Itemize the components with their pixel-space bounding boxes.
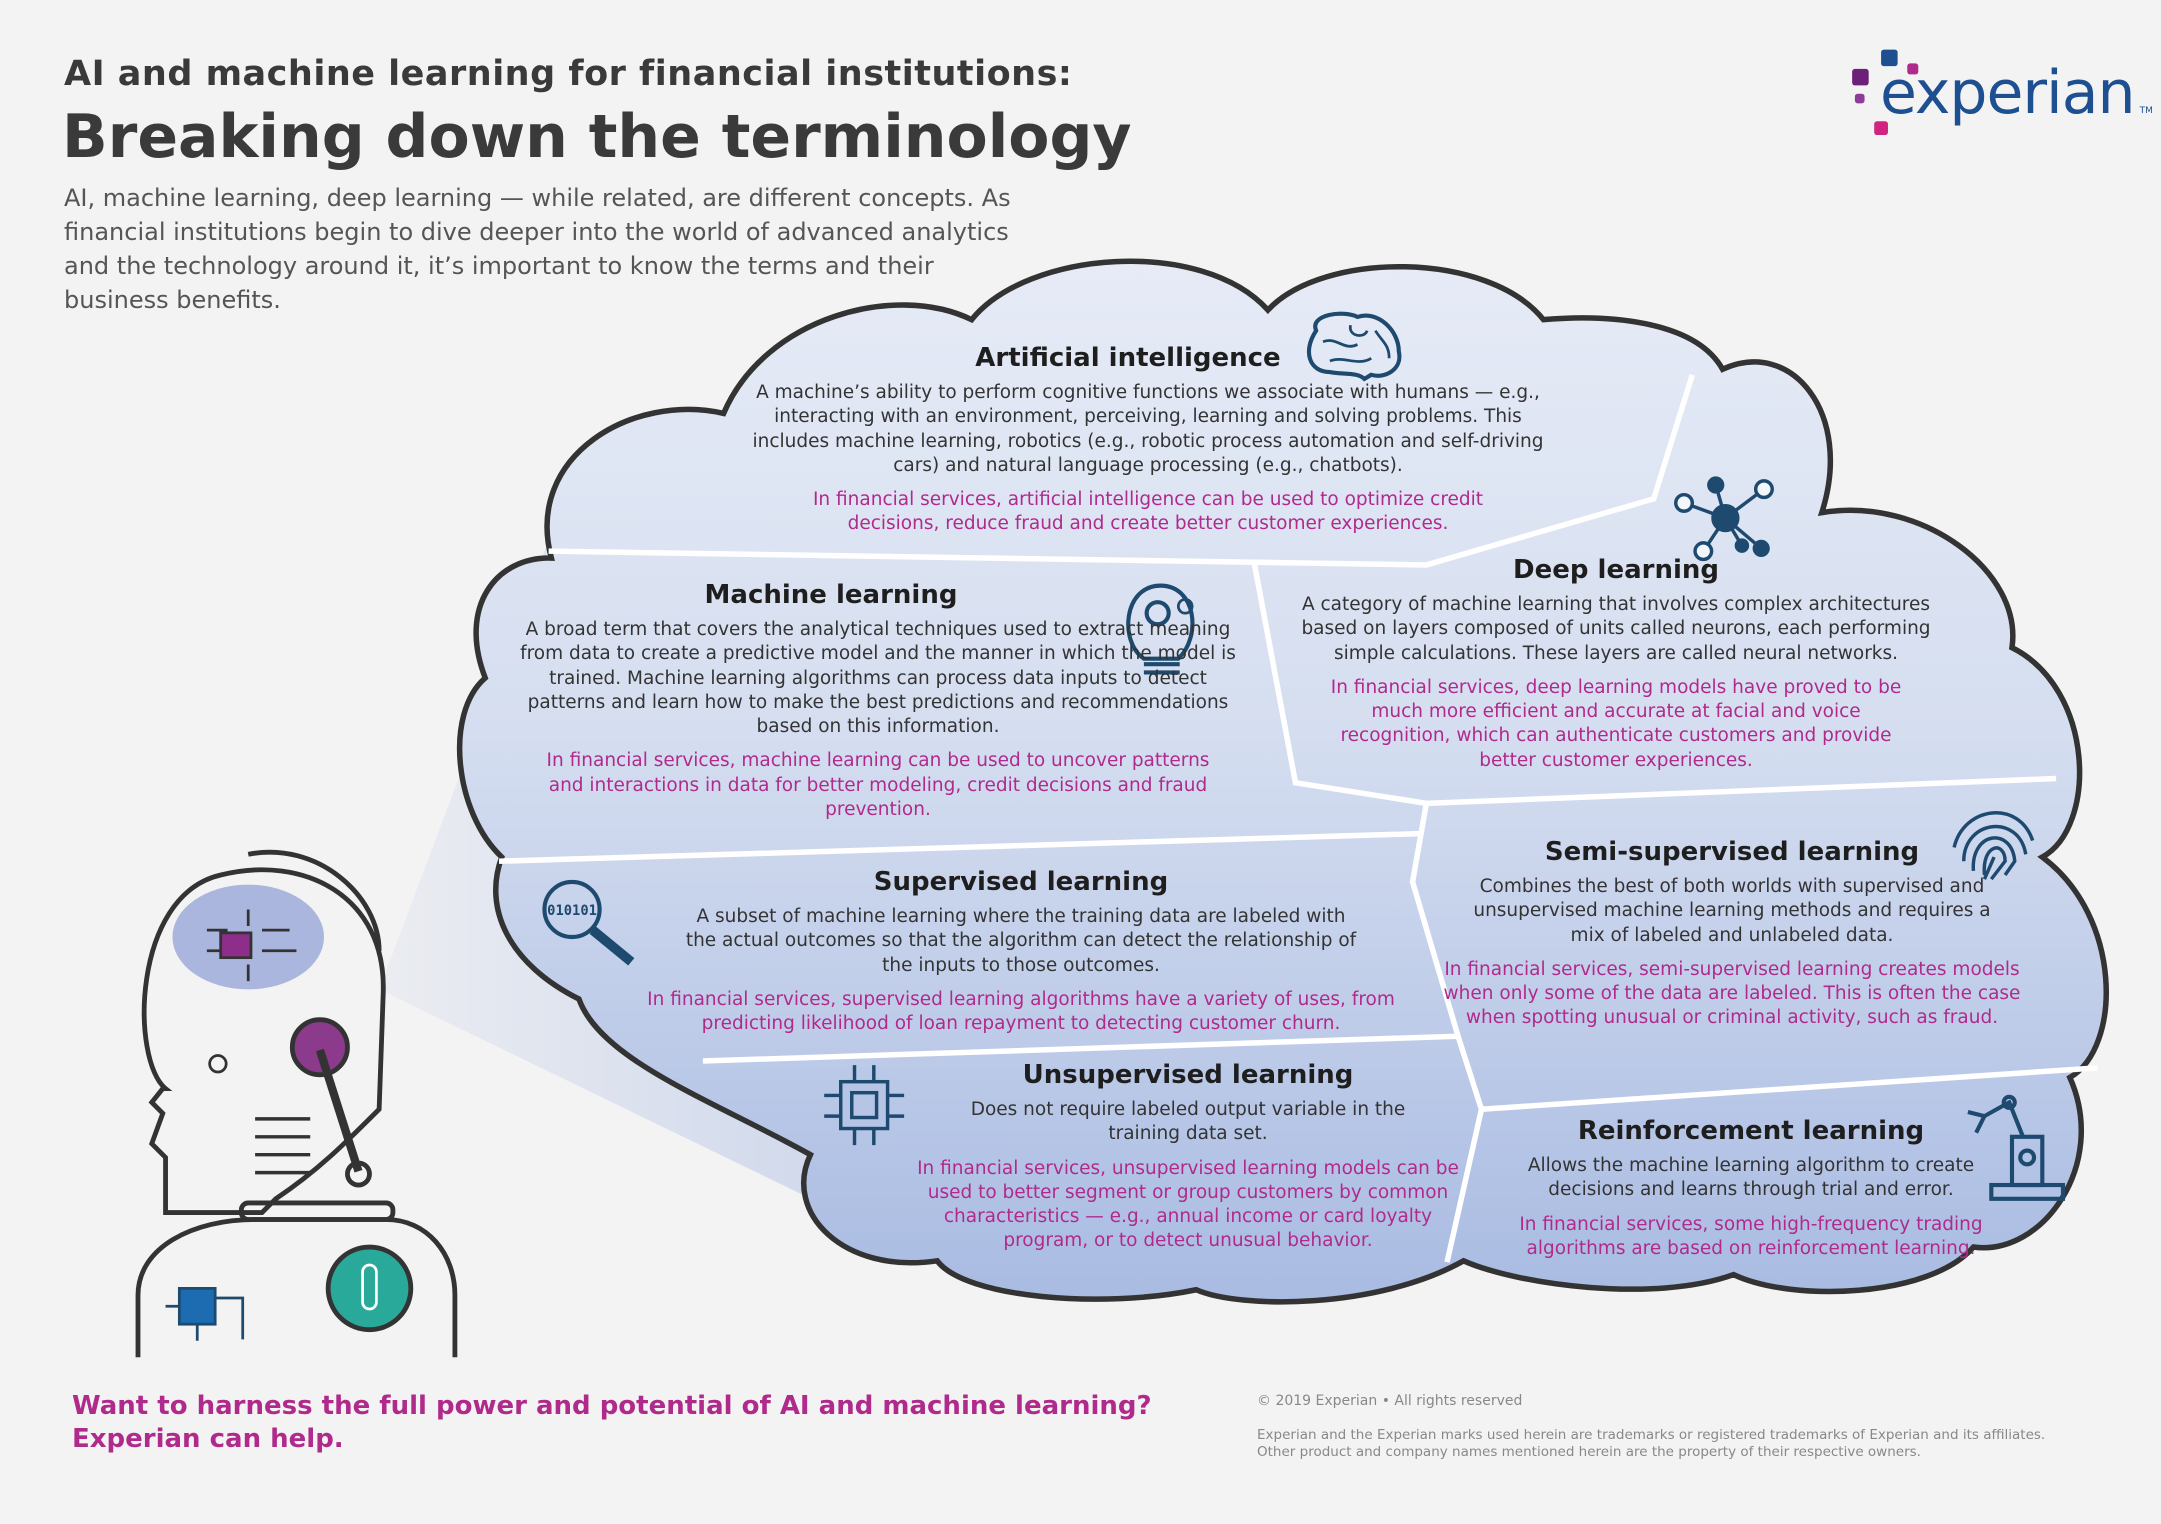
neural-network-icon [1674,476,1774,562]
title-line-1: AI and machine learning for financial in… [64,54,1073,94]
page-title: Breaking down the terminology [62,102,1132,172]
section-title: Semi-supervised learning [1544,837,1920,867]
legal-line-1: Experian and the Experian marks used her… [1257,1427,2046,1443]
section-unsupervised-learning: Unsupervised learning Does not require l… [908,1058,1468,1254]
section-body: A subset of machine learning where the t… [685,906,1357,976]
cta-line-2: Experian can help. [72,1424,344,1454]
section-artificial-intelligence: Artificial intelligence A machine’s abil… [698,341,1598,537]
binary-text: 010101 [547,903,597,919]
section-body: Does not require labeled output variable… [970,1099,1406,1145]
section-title: Unsupervised learning [1022,1060,1354,1090]
section-body: Combines the best of both worlds with su… [1473,876,1991,946]
robot-head-illustration [135,849,458,1358]
section-body: A broad term that covers the analytical … [520,619,1236,738]
section-body: A category of machine learning that invo… [1301,594,1931,664]
section-body: Allows the machine learning algorithm to… [1527,1155,1975,1201]
section-benefit: In financial services, semi-supervised l… [1443,958,2021,1029]
intro-text: AI, machine learning, deep learning — wh… [64,184,1011,314]
legal-notice: Experian and the Experian marks used her… [1257,1427,2045,1461]
experian-logo-mark [1852,49,1919,136]
section-benefit: In financial services, artificial intell… [812,489,1484,535]
lightbulb-gears-icon [1126,583,1195,675]
section-body: A machine’s ability to perform cognitive… [752,382,1544,476]
section-title: Supervised learning [873,867,1169,897]
section-deep-learning: Deep learning A category of machine lear… [1286,553,1946,773]
section-title: Artificial intelligence [975,343,1281,373]
brain-icon [1306,311,1402,382]
logo-text: experian [1880,58,2135,128]
section-benefit: In financial services, machine learning … [546,750,1210,821]
copyright: © 2019 Experian • All rights reserved [1257,1393,1523,1409]
thought-cloud [456,258,2109,1305]
chip-icon [824,1065,905,1146]
section-dividers [498,373,2098,1263]
logo-tm: TM [2139,106,2153,116]
cta-line-1: Want to harness the full power and poten… [72,1391,1152,1421]
section-reinforcement-learning: Reinforcement learning Allows the machin… [1481,1114,2021,1261]
fingerprint-icon [1952,811,2035,881]
section-benefit: In financial services, deep learning mod… [1330,676,1902,771]
section-benefit: In financial services, unsupervised lear… [917,1157,1459,1252]
section-title: Reinforcement learning [1577,1116,1925,1146]
section-title: Deep learning [1513,555,1719,585]
section-machine-learning: Machine learning A broad term that cover… [508,578,1248,822]
legal-line-2: Other product and company names mentione… [1257,1444,1921,1460]
section-semi-supervised-learning: Semi-supervised learning Combines the be… [1442,835,2022,1031]
section-title: Machine learning [704,580,958,610]
experian-logo[interactable]: experian TM [1880,58,2153,128]
section-benefit: In financial services, supervised learni… [647,988,1395,1035]
robot-arm-icon [1967,1094,2066,1201]
magnifier-binary-icon: 010101 [542,879,635,966]
section-supervised-learning: Supervised learning A subset of machine … [641,865,1401,1036]
section-benefit: In financial services, some high-frequen… [1519,1213,1983,1259]
call-to-action[interactable]: Want to harness the full power and poten… [72,1390,1152,1456]
